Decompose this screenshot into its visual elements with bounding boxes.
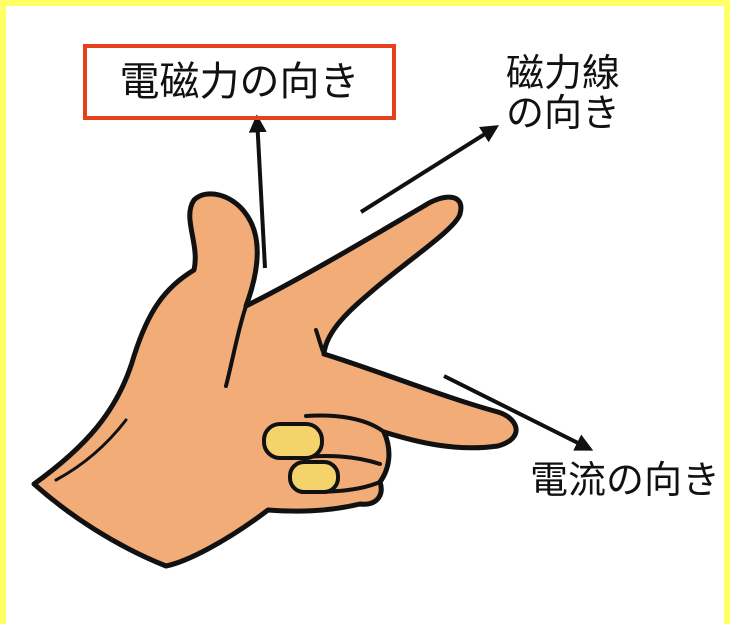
hand-illustration: [31, 191, 519, 569]
field-direction-label: 磁力線 の向き: [506, 51, 621, 135]
diagram-canvas: 電磁力の向き 磁力線 の向き 電流の向き: [6, 6, 724, 624]
fleming-left-hand-diagram: [31, 114, 594, 569]
force-direction-label: 電磁力の向き: [119, 59, 360, 105]
thumb-crease: [224, 304, 248, 388]
current-direction-label: 電流の向き: [530, 458, 721, 502]
ring-fingernail: [262, 422, 324, 460]
middle-finger-edge: [304, 413, 386, 434]
palm-line: [54, 418, 128, 482]
index-crease: [314, 328, 326, 356]
hand-shape: [31, 191, 519, 569]
force-arrow: [248, 114, 267, 269]
little-fingernail: [288, 460, 340, 494]
field-direction-label-line2: の向き: [506, 90, 621, 135]
force-direction-label-box: 電磁力の向き: [83, 44, 396, 120]
field-arrow: [359, 125, 500, 214]
field-direction-label-line1: 磁力線: [506, 51, 621, 95]
current-arrow: [443, 374, 594, 451]
